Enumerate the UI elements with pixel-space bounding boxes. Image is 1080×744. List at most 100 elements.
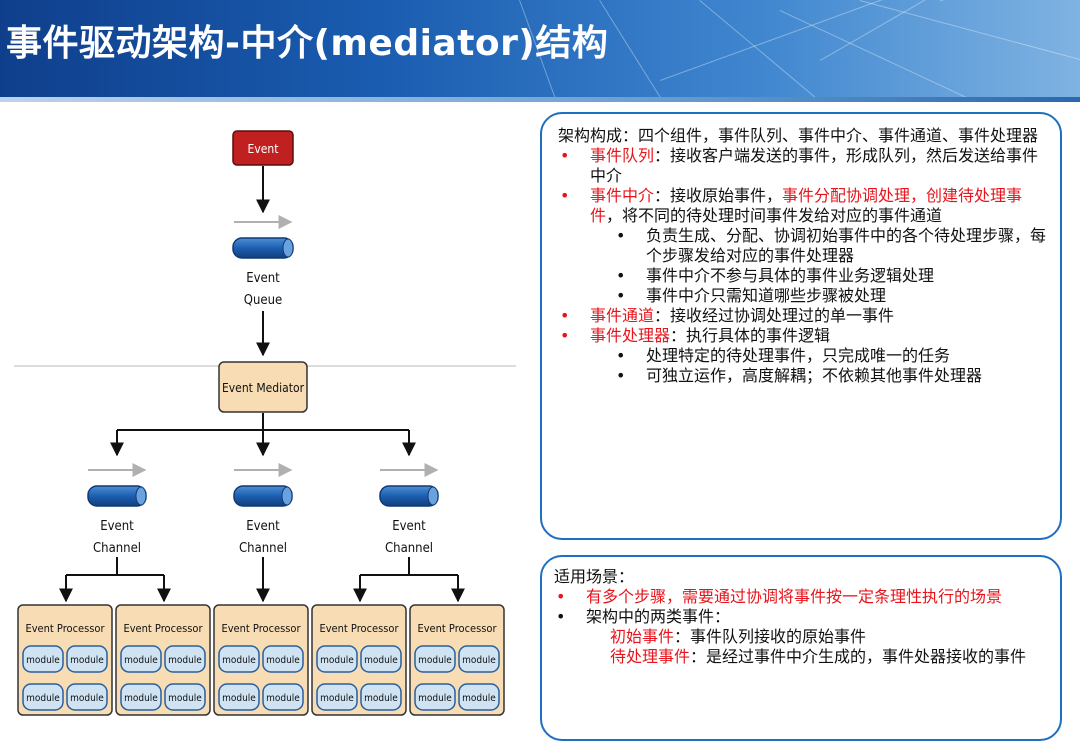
channel-label-line1: Event (246, 519, 280, 534)
scenario-item-2: • 架构中的两类事件： (554, 607, 1046, 627)
module-box (218, 683, 260, 711)
event-channel-pipe-cap (135, 486, 147, 506)
bullet-icon: • (616, 286, 626, 305)
sub-item-text: 负责生成、分配、协调初始事件中的各个待处理步骤，每个步骤发给对应的事件处理器 (646, 226, 1047, 265)
channel-label-line2: Channel (239, 541, 287, 556)
header-divider (0, 97, 1080, 102)
scenario-item-1: • 有多个步骤，需要通过协调将事件按一定条理性执行的场景 (554, 587, 1046, 607)
processor-label: Event Processor (25, 622, 105, 635)
desc-channel: ：接收经过协调处理过的单一事件 (654, 306, 895, 325)
bullet-icon: • (616, 226, 626, 245)
module-label: module (26, 655, 60, 666)
queue-label-line2: Queue (244, 293, 282, 308)
initial-event-line: 初始事件：事件队列接收的原始事件 (554, 627, 1046, 647)
bullet-icon: • (560, 186, 570, 205)
term-processor: 事件处理器 (590, 326, 671, 345)
module-label: module (462, 693, 496, 704)
module-box (22, 683, 64, 711)
term-mediator: 事件中介 (590, 186, 655, 205)
module-box (360, 645, 402, 673)
module-box (316, 683, 358, 711)
bullet-icon: • (616, 266, 626, 285)
bullet-icon: • (616, 346, 626, 365)
header-banner: 事件驱动架构-中介(mediator)结构 (0, 0, 1080, 97)
module-box (360, 683, 402, 711)
term-pending-event: 待处理事件 (610, 647, 691, 666)
desc-processor: ：执行具体的事件逻辑 (670, 326, 831, 345)
sub-item-text: 处理特定的待处理事件，只完成唯一的任务 (646, 346, 951, 365)
module-label: module (320, 693, 354, 704)
module-box (414, 645, 456, 673)
module-box (316, 645, 358, 673)
event-label: Event (248, 142, 279, 156)
processor-label: Event Processor (221, 622, 301, 635)
module-label: module (418, 655, 452, 666)
list-item-mediator: • 事件中介：接收原始事件，事件分配协调处理，创建待处理事件，将不同的待处理时间… (558, 186, 1046, 226)
module-box (120, 645, 162, 673)
architecture-components-panel: 架构构成：四个组件，事件队列、事件中介、事件通道、事件处理器 • 事件队列：接收… (540, 112, 1062, 540)
channel-label-line2: Channel (93, 541, 141, 556)
desc-queue: ：接收客户端发送的事件，形成队列，然后发送给事件中介 (590, 146, 1039, 185)
header-decoration (940, 0, 1080, 1)
module-label: module (222, 693, 256, 704)
module-label: module (320, 655, 354, 666)
module-box (262, 645, 304, 673)
desc-mediator-b: ，将不同的待处理时间事件发给对应的事件通道 (606, 206, 943, 225)
module-label: module (168, 693, 202, 704)
sub-item: • 处理特定的待处理事件，只完成唯一的任务 (558, 346, 1046, 366)
highlight-mediator: 事件分配协调处理，创建待处理事件 (590, 186, 1023, 225)
term-queue: 事件队列 (590, 146, 655, 165)
event-channel-pipe-cap (427, 486, 439, 506)
module-box (22, 645, 64, 673)
desc-pending-event: ：是经过事件中介生成的，事件处器接收的事件 (690, 647, 1027, 666)
channel-label-line2: Channel (385, 541, 433, 556)
module-label: module (70, 655, 104, 666)
module-box (262, 683, 304, 711)
module-box (458, 645, 500, 673)
scenario-item-text: 架构中的两类事件： (586, 607, 731, 626)
desc-mediator-a: ：接收原始事件， (654, 186, 783, 205)
module-label: module (266, 693, 300, 704)
module-label: module (168, 655, 202, 666)
sub-item: • 负责生成、分配、协调初始事件中的各个待处理步骤，每个步骤发给对应的事件处理器 (558, 226, 1046, 266)
header-decoration (699, 0, 900, 97)
bullet-icon: • (556, 587, 566, 606)
intro-text: 架构构成：四个组件，事件队列、事件中介、事件通道、事件处理器 (558, 126, 1039, 145)
event-channel-pipe-cap (281, 486, 293, 506)
use-case-panel: 适用场景： • 有多个步骤，需要通过协调将事件按一定条理性执行的场景 • 架构中… (540, 555, 1062, 741)
scenario-title: 适用场景： (554, 567, 635, 586)
module-label: module (70, 693, 104, 704)
header-decoration (859, 0, 1080, 69)
bullet-icon: • (556, 607, 566, 626)
module-label: module (364, 693, 398, 704)
list-item-queue: • 事件队列：接收客户端发送的事件，形成队列，然后发送给事件中介 (558, 146, 1046, 186)
module-label: module (364, 655, 398, 666)
module-box (66, 645, 108, 673)
scenario-item-text: 有多个步骤，需要通过协调将事件按一定条理性执行的场景 (586, 587, 1003, 606)
module-box (414, 683, 456, 711)
bullet-icon: • (616, 366, 626, 385)
module-label: module (418, 693, 452, 704)
module-label: module (462, 655, 496, 666)
module-label: module (266, 655, 300, 666)
module-box (458, 683, 500, 711)
bullet-icon: • (560, 306, 570, 325)
mediator-label: Event Mediator (222, 381, 305, 395)
event-queue-pipe-cap (282, 238, 294, 258)
term-channel: 事件通道 (590, 306, 655, 325)
queue-label-line1: Event (246, 271, 280, 286)
sub-item: • 事件中介只需知道哪些步骤被处理 (558, 286, 1046, 306)
list-item-channel: • 事件通道：接收经过协调处理过的单一事件 (558, 306, 1046, 326)
module-label: module (222, 655, 256, 666)
module-box (120, 683, 162, 711)
page-title: 事件驱动架构-中介(mediator)结构 (6, 23, 609, 64)
pending-event-line: 待处理事件：是经过事件中介生成的，事件处器接收的事件 (554, 647, 1046, 667)
channel-label-line1: Event (392, 519, 426, 534)
module-label: module (124, 655, 158, 666)
module-box (164, 683, 206, 711)
list-item-processor: • 事件处理器：执行具体的事件逻辑 (558, 326, 1046, 346)
event-box (232, 130, 294, 166)
sub-item-text: 事件中介不参与具体的事件业务逻辑处理 (646, 266, 935, 285)
module-label: module (124, 693, 158, 704)
